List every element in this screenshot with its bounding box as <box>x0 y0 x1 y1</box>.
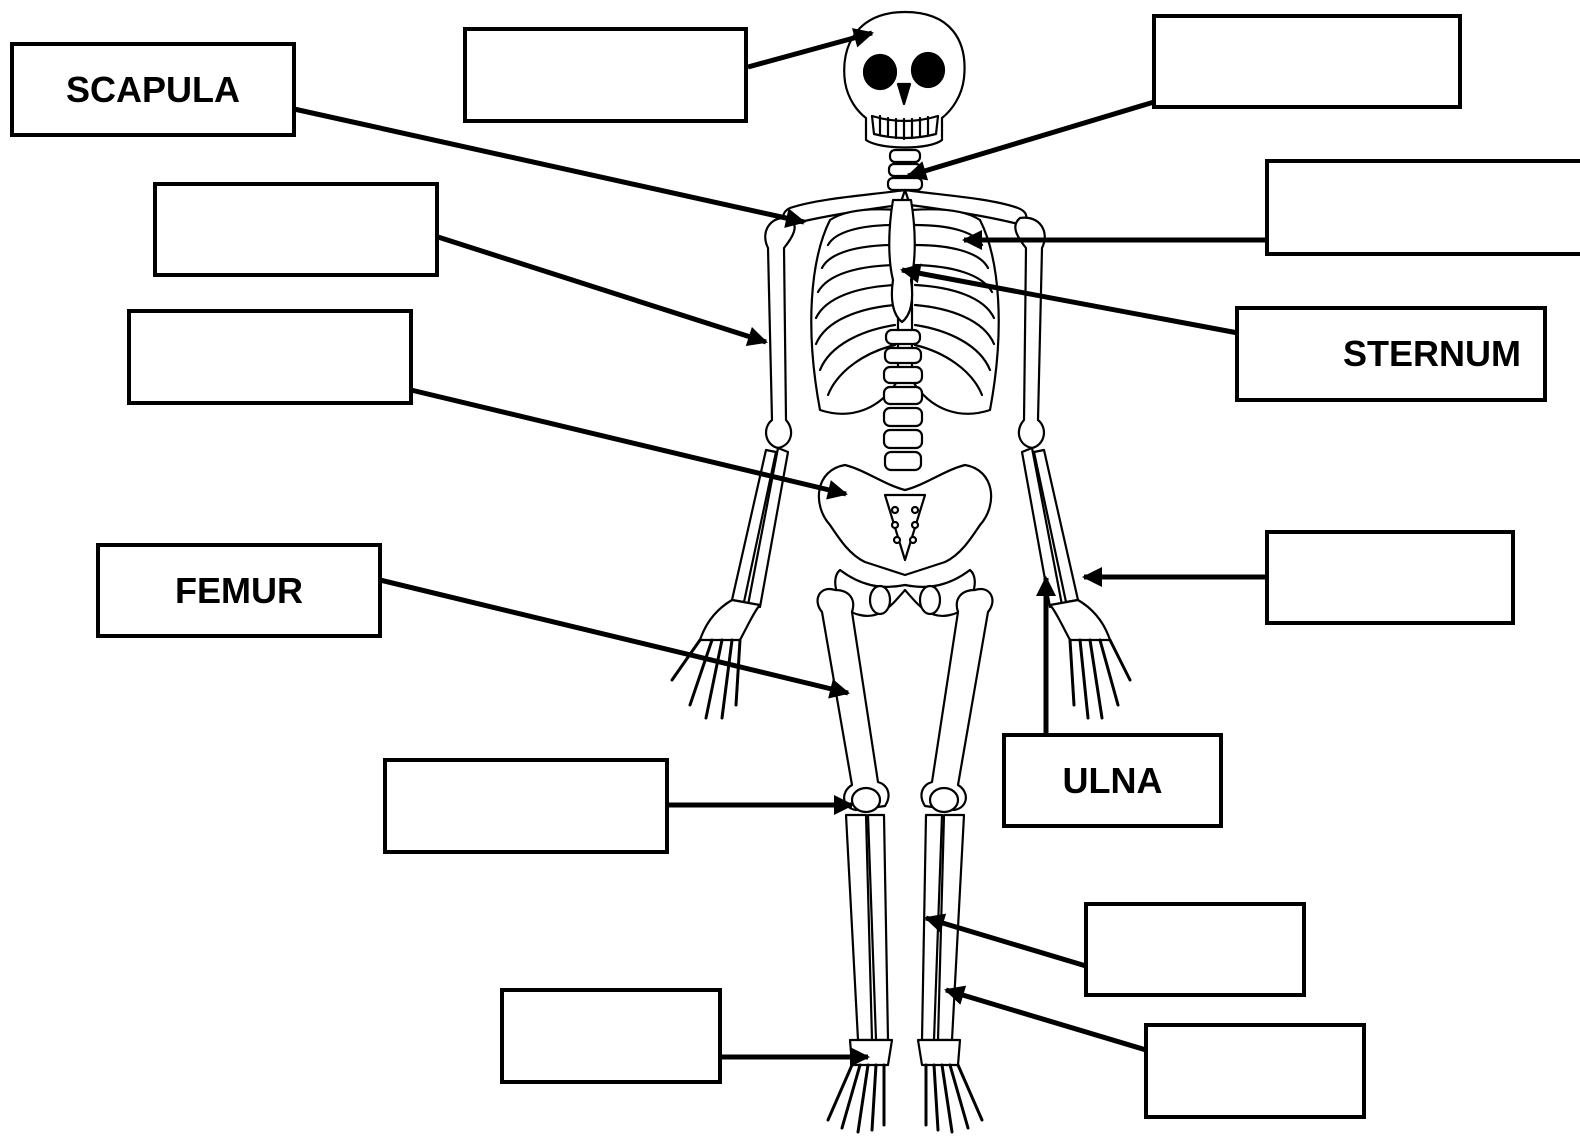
right-leg <box>918 589 992 1132</box>
sternum-bone <box>889 200 915 322</box>
label-box-tarsals[interactable] <box>500 988 722 1084</box>
label-box-pelvis[interactable] <box>127 309 413 405</box>
label-box-sternum[interactable]: STERNUM <box>1235 306 1547 402</box>
pointer-femur <box>380 580 848 693</box>
pointer-tibia <box>946 990 1146 1050</box>
label-box-femur[interactable]: FEMUR <box>96 543 382 638</box>
label-box-ribs[interactable] <box>1265 159 1580 256</box>
pointer-humerus <box>438 237 766 342</box>
label-box-neck[interactable] <box>1152 14 1462 109</box>
cervical-vertebrae <box>888 150 922 190</box>
lumbar-spine <box>884 330 922 470</box>
label-box-scapula[interactable]: SCAPULA <box>10 42 296 137</box>
label-box-patella[interactable] <box>383 758 669 854</box>
label-box-skull[interactable] <box>463 27 748 123</box>
label-box-ulna[interactable]: ULNA <box>1002 733 1223 828</box>
skull <box>844 12 964 148</box>
skeleton <box>672 12 1130 1132</box>
label-box-humerus[interactable] <box>153 182 439 277</box>
label-box-tibia[interactable] <box>1144 1023 1366 1119</box>
label-box-radius[interactable] <box>1265 530 1515 625</box>
label-box-fibula[interactable] <box>1084 902 1306 997</box>
left-leg <box>818 589 892 1132</box>
